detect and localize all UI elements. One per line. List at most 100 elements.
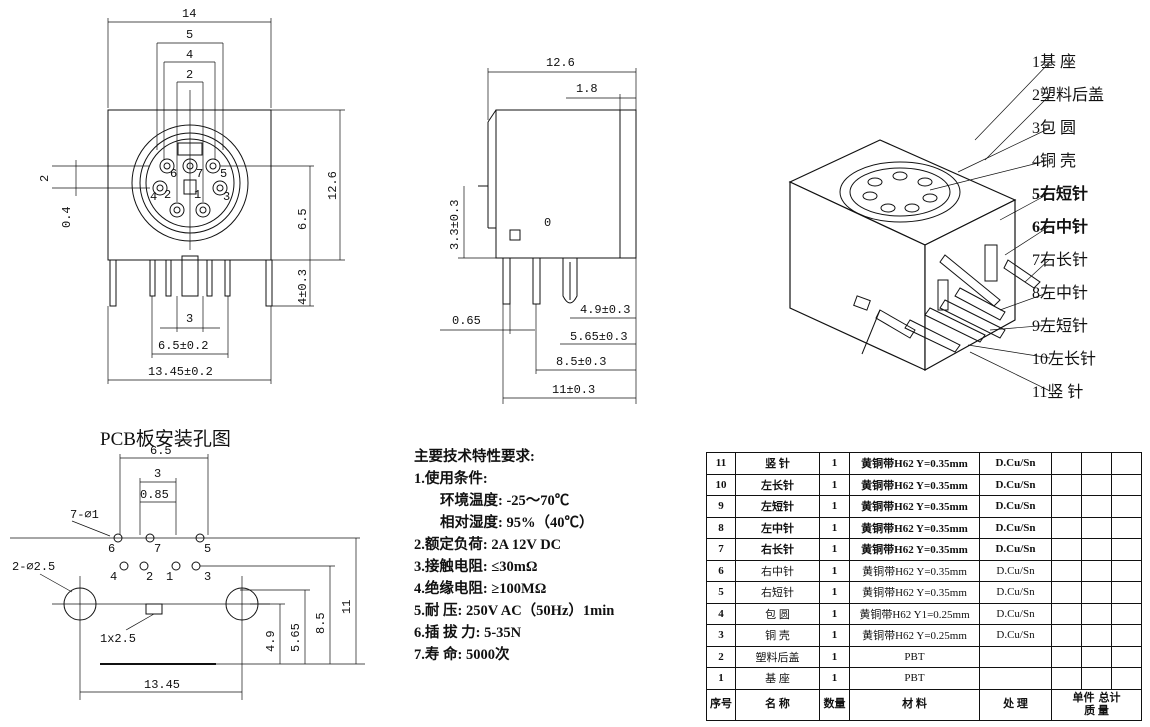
bom-cell-qty: 1 xyxy=(819,581,850,604)
bom-cell-process xyxy=(979,667,1052,690)
spec-row-4: 4.绝缘电阻: ≥100MΩ xyxy=(414,581,547,597)
bom-cell-qty: 1 xyxy=(819,624,850,647)
bom-cell-name: 铜 壳 xyxy=(735,624,820,647)
bom-cell-empty xyxy=(1051,581,1082,604)
bom-cell-material: 黄铜带H62 Y=0.35mm xyxy=(849,473,980,496)
bom-cell-qty: 1 xyxy=(819,559,850,582)
dim-side-11: 11±0.3 xyxy=(552,383,595,397)
spec-row-7: 7.寿 命: 5000次 xyxy=(414,647,510,663)
dim-pcb-4-9: 4.9 xyxy=(264,630,278,652)
bom-cell-empty xyxy=(1111,452,1142,475)
bom-cell-name: 右长针 xyxy=(735,538,820,561)
front-pin-3: 3 xyxy=(223,190,230,204)
bom-cell-empty xyxy=(1081,559,1112,582)
bom-cell-name: 左中针 xyxy=(735,516,820,539)
dim-front-4-pm: 4±0.3 xyxy=(296,269,310,305)
bom-cell-no: 11 xyxy=(706,452,736,475)
bom-header-weight: 单件总计质 量 xyxy=(1051,688,1142,721)
dim-front-5: 5 xyxy=(186,28,193,42)
spec-row-temp: 环境温度: -25～70℃ xyxy=(440,493,570,509)
part-label-9: 9左短针 xyxy=(1032,318,1089,335)
bom-cell-process: D.Cu/Sn xyxy=(979,559,1052,582)
dim-side-8-5: 8.5±0.3 xyxy=(556,355,606,369)
bom-cell-empty xyxy=(1081,645,1112,668)
bom-cell-qty: 1 xyxy=(819,495,850,518)
bom-header-material: 材 料 xyxy=(849,688,980,721)
bom-cell-empty xyxy=(1111,602,1142,625)
bom-cell-empty xyxy=(1051,667,1082,690)
bom-header-row: 序号名 称数量材 料处 理单件总计质 量 xyxy=(706,688,1142,721)
bom-header-process: 处 理 xyxy=(979,688,1052,721)
dim-front-13-45: 13.45±0.2 xyxy=(148,365,213,379)
dim-pcb-0-85: 0.85 xyxy=(140,488,169,502)
pcb-pin-4: 4 xyxy=(110,570,117,584)
dim-pcb-11: 11 xyxy=(340,600,354,614)
label-7-holes: 7-⌀1 xyxy=(70,508,99,522)
bom-cell-empty xyxy=(1111,495,1142,518)
bom-cell-empty xyxy=(1051,538,1082,561)
dim-pcb-13-45: 13.45 xyxy=(144,678,180,692)
dim-front-2: 2 xyxy=(186,68,193,82)
dim-pcb-6-5: 6.5 xyxy=(150,444,172,458)
bom-cell-name: 基 座 xyxy=(735,667,820,690)
bom-cell-empty xyxy=(1051,473,1082,496)
bom-cell-name: 右中针 xyxy=(735,559,820,582)
bom-cell-empty xyxy=(1111,645,1142,668)
bom-cell-material: 黄铜带H62 Y1=0.25mm xyxy=(849,602,980,625)
spec-row-3: 3.接触电阻: ≤30mΩ xyxy=(414,559,538,575)
bom-cell-qty: 1 xyxy=(819,602,850,625)
bom-cell-material: 黄铜带H62 Y=0.35mm xyxy=(849,495,980,518)
isometric-view xyxy=(788,61,1051,392)
bom-cell-no: 5 xyxy=(706,581,736,604)
pcb-pin-5: 5 xyxy=(204,542,211,556)
bom-cell-no: 2 xyxy=(706,645,736,668)
front-pin-2: 2 xyxy=(164,188,171,202)
front-pin-5: 5 xyxy=(220,167,227,181)
part-label-6: 6右中针 xyxy=(1032,219,1089,236)
bom-header-total: 总计 xyxy=(1098,691,1121,704)
bom-cell-material: 黄铜带H62 Y=0.35mm xyxy=(849,452,980,475)
bom-cell-no: 7 xyxy=(706,538,736,561)
bom-cell-empty xyxy=(1111,516,1142,539)
dim-front-6-5-pm: 6.5±0.2 xyxy=(158,339,208,353)
spec-row-2: 2.额定负荷: 2A 12V DC xyxy=(414,537,562,553)
bom-cell-qty: 1 xyxy=(819,538,850,561)
bom-cell-qty: 1 xyxy=(819,452,850,475)
bom-cell-empty xyxy=(1081,624,1112,647)
spec-row-humidity: 相对湿度: 95%（40℃） xyxy=(440,515,594,531)
bom-cell-no: 9 xyxy=(706,495,736,518)
dim-side-1-8: 1.8 xyxy=(576,82,598,96)
bom-cell-empty xyxy=(1081,516,1112,539)
bom-cell-empty xyxy=(1081,452,1112,475)
front-view: 6 7 5 3 4 2 1 14 5 4 2 xyxy=(38,7,345,384)
bom-cell-no: 6 xyxy=(706,559,736,582)
dim-side-3-3: 3.3±0.3 xyxy=(448,200,462,250)
bom-cell-material: 黄铜带H62 Y=0.35mm xyxy=(849,559,980,582)
bom-cell-material: 黄铜带H62 Y=0.25mm xyxy=(849,624,980,647)
spec-row-5: 5.耐 压: 250V AC（50Hz）1min xyxy=(414,603,615,619)
bom-cell-empty xyxy=(1051,452,1082,475)
dim-side-5-65: 5.65±0.3 xyxy=(570,330,628,344)
dim-front-14: 14 xyxy=(182,7,196,21)
bom-cell-qty: 1 xyxy=(819,473,850,496)
dim-pcb-8-5: 8.5 xyxy=(314,612,328,634)
bom-header-no: 序号 xyxy=(706,688,736,721)
spec-block: 主要技术特性要求: 1.使用条件: 环境温度: -25～70℃ 相对湿度: 95… xyxy=(414,446,704,666)
bom-cell-process: D.Cu/Sn xyxy=(979,538,1052,561)
part-label-7: 7右长针 xyxy=(1032,252,1089,269)
bom-cell-empty xyxy=(1051,645,1082,668)
bom-cell-process: D.Cu/Sn xyxy=(979,452,1052,475)
front-pin-4: 4 xyxy=(150,190,157,204)
pcb-pin-6: 6 xyxy=(108,542,115,556)
bom-cell-material: PBT xyxy=(849,645,980,668)
bom-cell-process: D.Cu/Sn xyxy=(979,602,1052,625)
